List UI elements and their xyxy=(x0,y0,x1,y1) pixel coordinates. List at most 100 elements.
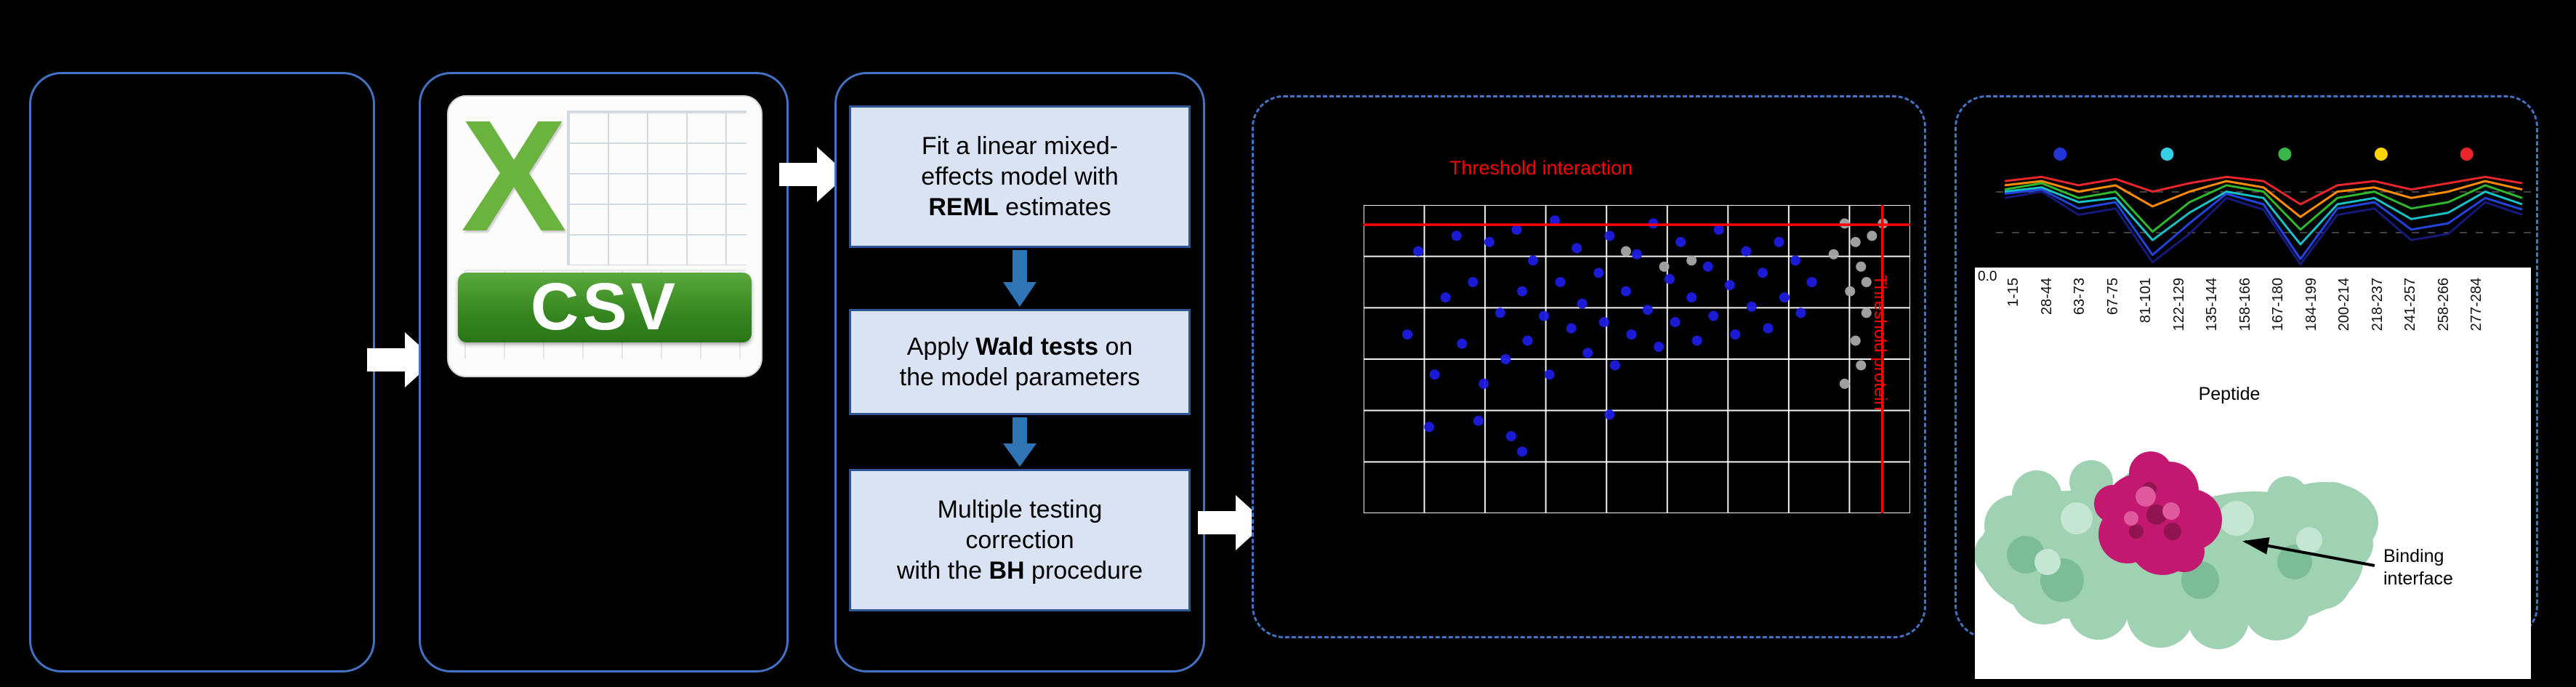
down-arrow-icon xyxy=(1003,417,1037,467)
peptide-tick-label: 28-44 xyxy=(2038,278,2055,316)
scatter-point xyxy=(1763,323,1774,334)
peptide-tick-label: 158-166 xyxy=(2237,278,2253,332)
scatter-point xyxy=(1659,261,1670,272)
scatter-point xyxy=(1686,255,1697,266)
cluster-dot xyxy=(2374,148,2388,161)
scatter-point xyxy=(1451,230,1462,241)
peptide-tick-label: 135-144 xyxy=(2204,278,2220,332)
scatter-point xyxy=(1795,308,1806,318)
scatter-point xyxy=(1468,277,1478,287)
scatter-point xyxy=(1528,255,1539,266)
cluster-dot xyxy=(2053,148,2067,161)
scatter-point xyxy=(1746,301,1757,312)
scatter-plot-svg xyxy=(1363,204,1911,514)
scatter-point xyxy=(1402,329,1413,340)
scatter-point xyxy=(1861,308,1872,318)
scatter-point xyxy=(1473,415,1484,426)
scatter-point xyxy=(1850,236,1861,247)
peptide-tick-label: 241-257 xyxy=(2402,278,2418,332)
scatter-point xyxy=(1457,338,1468,349)
peptide-axis-title: Peptide xyxy=(2198,384,2261,404)
scatter-point xyxy=(1484,236,1494,247)
profile-chart-svg xyxy=(1996,148,2531,266)
scatter-point xyxy=(1861,277,1872,287)
csv-banner: CSV xyxy=(457,270,752,344)
scatter-point xyxy=(1632,249,1642,260)
binding-interface-caption: Binding interface xyxy=(2383,545,2529,591)
peptide-tick-label: 81-101 xyxy=(2138,278,2154,324)
scatter-point xyxy=(1779,292,1790,303)
scatter-point xyxy=(1626,329,1637,340)
profile-series-line xyxy=(2004,190,2523,266)
scatter-point xyxy=(1806,277,1817,287)
scatter-point xyxy=(1506,431,1516,441)
scatter-point xyxy=(1517,286,1528,297)
scatter-point xyxy=(1593,268,1604,278)
down-arrow-icon xyxy=(1003,250,1037,307)
flow-arrow-icon xyxy=(367,332,435,387)
scatter-point xyxy=(1555,277,1566,287)
scatter-point xyxy=(1500,354,1511,364)
scatter-point xyxy=(1856,360,1867,371)
profile-series-line xyxy=(2004,188,2523,260)
profile-series-line xyxy=(2004,182,2523,233)
scatter-point xyxy=(1413,246,1424,257)
profile-series-line xyxy=(2004,186,2523,246)
excel-x-logo: X xyxy=(461,87,567,265)
scatter-title: Threshold interaction xyxy=(1449,157,1633,179)
scatter-point xyxy=(1544,369,1555,380)
scatter-point xyxy=(1522,335,1533,346)
scatter-point xyxy=(1582,347,1593,358)
scatter-point xyxy=(1440,292,1451,303)
scatter-point xyxy=(1686,292,1697,303)
scatter-point xyxy=(1550,215,1561,226)
profile-series-line xyxy=(2004,175,2523,206)
scatter-point xyxy=(1598,317,1609,328)
cluster-dot xyxy=(2160,148,2174,161)
scatter-point xyxy=(1654,342,1665,352)
peptide-tick-label: 1-15 xyxy=(2005,278,2021,308)
scatter-point xyxy=(1691,335,1702,346)
scatter-point xyxy=(1867,230,1877,241)
scatter-point xyxy=(1517,446,1528,457)
binding-caption-line1: Binding xyxy=(2383,546,2444,566)
scatter-point xyxy=(1741,246,1752,257)
csv-banner-label: CSV xyxy=(530,270,680,345)
scatter-point xyxy=(1643,305,1653,316)
spreadsheet-grid xyxy=(567,111,747,266)
input-data-box xyxy=(29,72,375,672)
scatter-side-label: Threshold protein xyxy=(1870,275,1890,411)
binding-interface-arrow xyxy=(2242,537,2375,567)
flow-arrow-icon xyxy=(1198,495,1266,550)
flow-arrow-icon xyxy=(779,147,848,202)
scatter-point xyxy=(1665,273,1675,284)
scatter-point xyxy=(1790,255,1801,266)
scatter-point xyxy=(1604,230,1615,241)
scatter-point xyxy=(1478,378,1489,389)
scatter-point xyxy=(1577,298,1587,309)
scatter-point xyxy=(1828,249,1839,260)
scatter-point xyxy=(1856,261,1867,272)
scatter-point xyxy=(1566,323,1577,334)
scatter-point xyxy=(1621,246,1631,257)
protein-structure xyxy=(1975,451,2378,649)
scatter-point xyxy=(1713,224,1724,235)
scatter-point xyxy=(1730,329,1741,340)
csv-file-icon: X CSV xyxy=(447,88,762,377)
scatter-point xyxy=(1424,422,1435,433)
profile-series-line xyxy=(2004,180,2523,218)
scatter-point xyxy=(1511,224,1522,235)
peptide-tick-label: 63-73 xyxy=(2072,278,2088,316)
scatter-point xyxy=(1670,317,1681,328)
binding-interface-region xyxy=(2094,451,2222,575)
scatter-point xyxy=(1675,236,1686,247)
scatter-point xyxy=(1839,378,1850,389)
cluster-dot xyxy=(2460,148,2474,161)
binding-caption-line2: interface xyxy=(2383,569,2453,590)
cluster-dot xyxy=(2278,148,2292,161)
peptide-tick-label: 184-199 xyxy=(2303,278,2319,332)
